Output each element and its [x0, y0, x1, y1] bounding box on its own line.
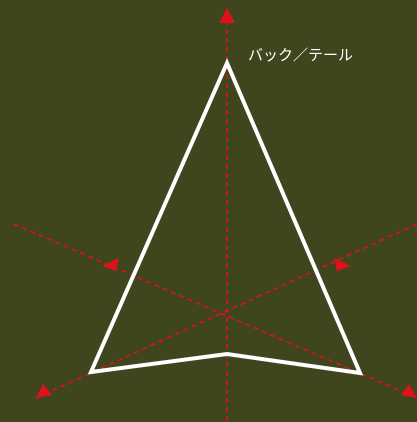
left-diagonal-axis-line — [13, 223, 417, 399]
right-diagonal-axis-line — [35, 223, 417, 399]
bottom-right-arrow-icon — [401, 384, 417, 398]
right-diagonal-arrow-icon — [334, 258, 351, 271]
vertical-axis-arrow-icon — [219, 8, 235, 23]
back-tail-shape — [87, 57, 364, 376]
left-diagonal-arrow-icon — [102, 258, 119, 271]
back-tail-label: バック／テール — [248, 46, 354, 64]
bottom-left-arrow-icon — [36, 384, 52, 398]
